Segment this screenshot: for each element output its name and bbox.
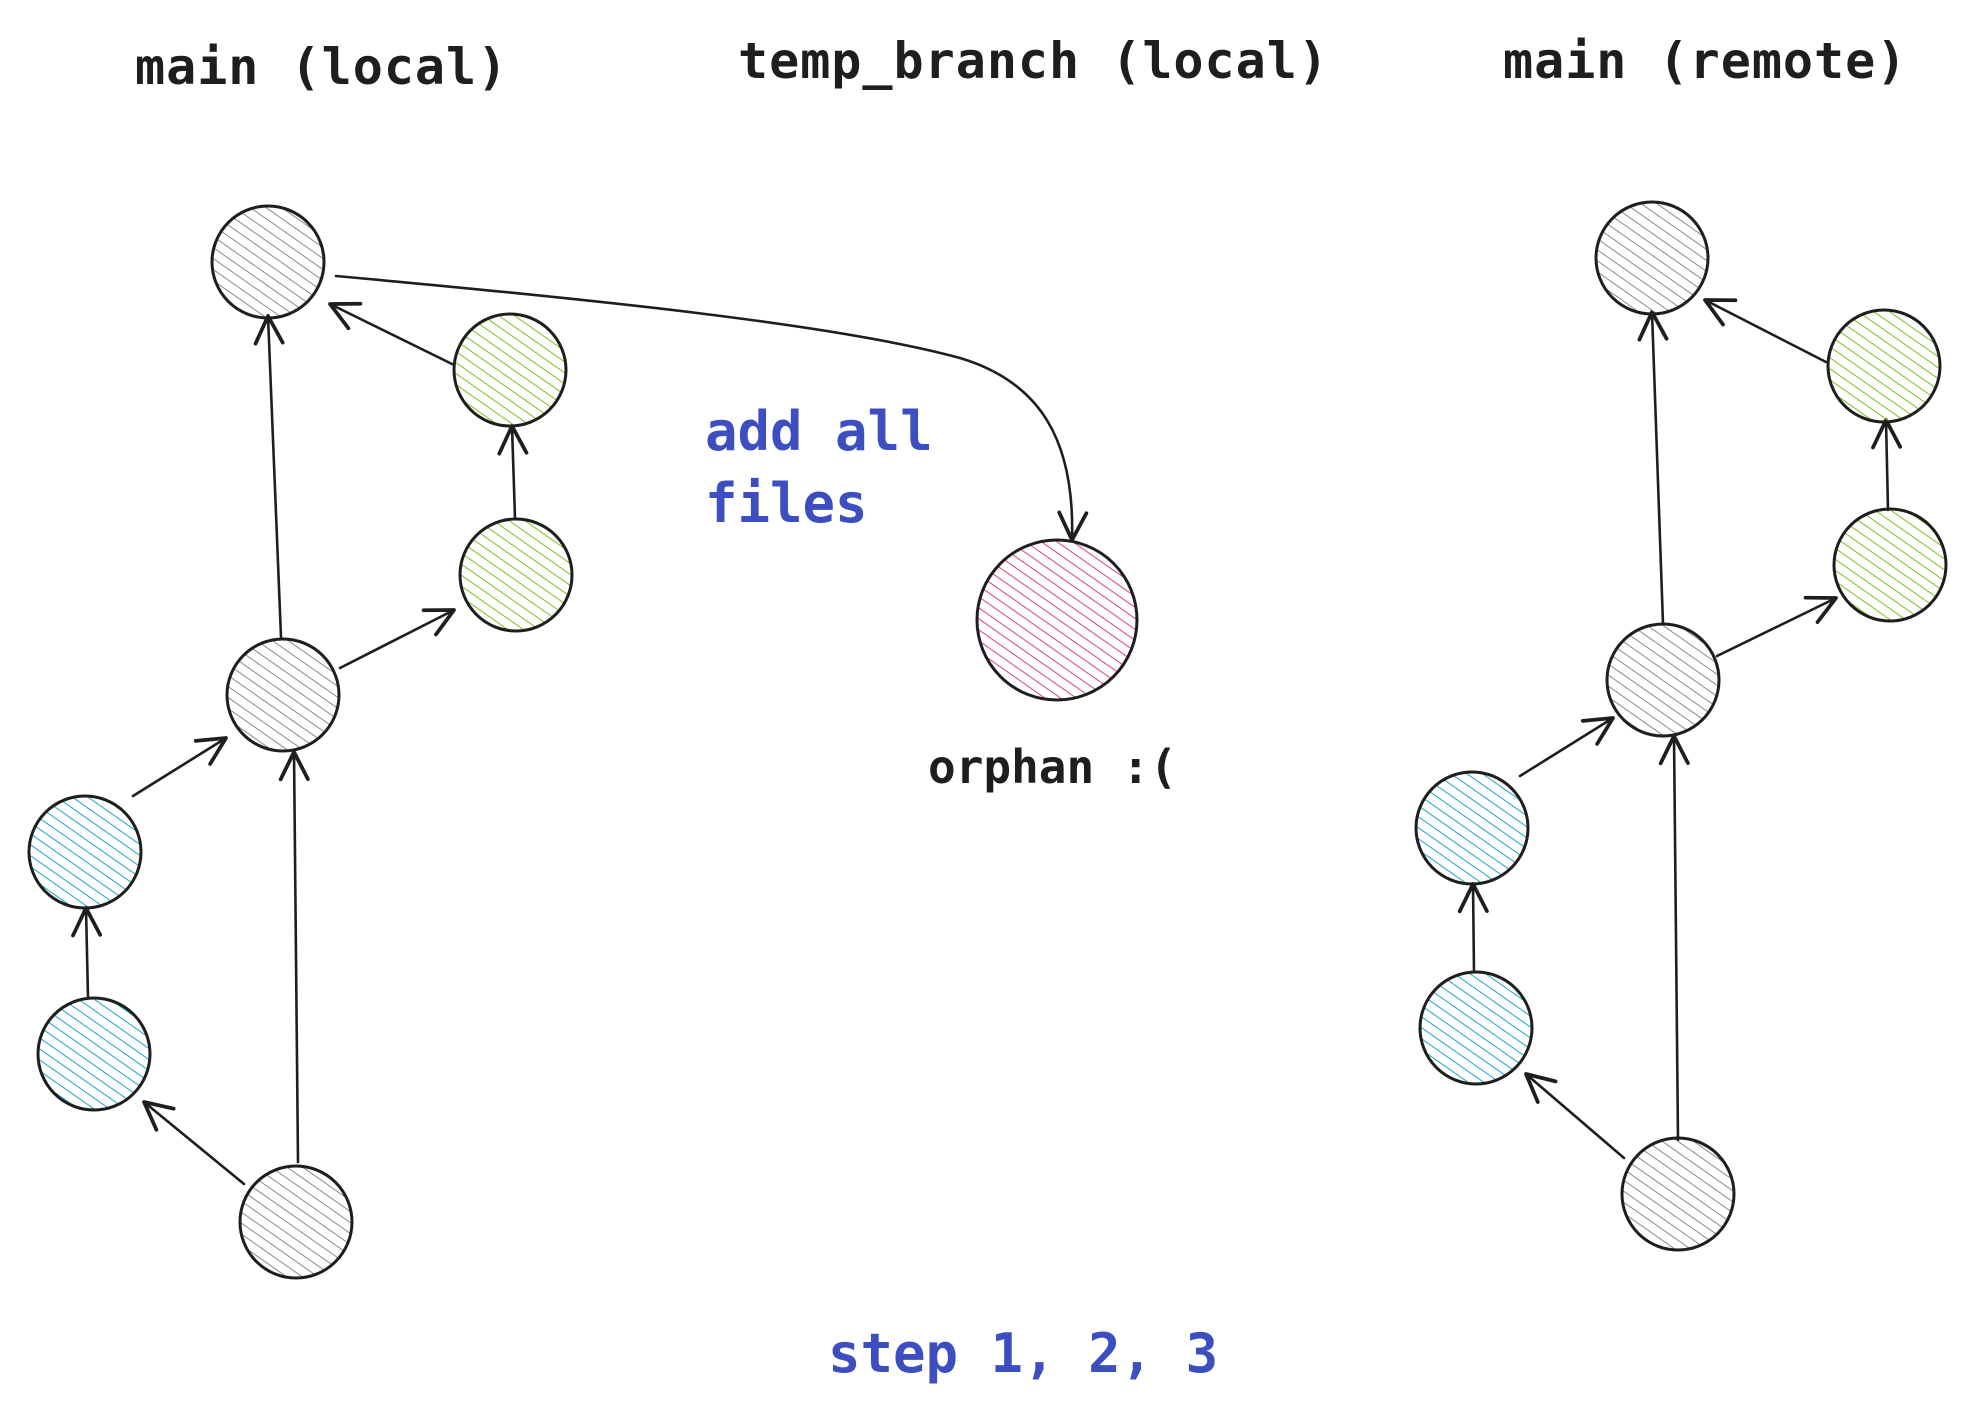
edge-local-bottom-to-mid	[278, 750, 310, 1164]
main-remote-edges	[1457, 298, 1903, 1160]
commit-node-green	[1832, 507, 1948, 623]
note-line: files	[705, 472, 868, 535]
commit-node-blue	[36, 996, 152, 1112]
edge-local-green-upper-to-top	[328, 301, 454, 366]
edge-remote-bottom-to-mid	[1658, 734, 1690, 1142]
edge-local-mid-to-green-lower	[338, 608, 456, 670]
commit-node-gray	[1605, 622, 1721, 738]
note-line: add all	[705, 400, 933, 463]
orphan-commit-node	[975, 538, 1139, 702]
commit-node-blue	[27, 794, 143, 910]
edge-remote-blue-upper-to-mid	[1518, 716, 1615, 778]
edge-remote-mid-to-top	[1637, 310, 1669, 626]
main-local-nodes	[27, 204, 574, 1280]
edge-local-blue-upper-to-mid	[131, 736, 228, 798]
commit-node-gray	[210, 204, 326, 320]
steps-caption: step 1, 2, 3	[828, 1322, 1219, 1385]
commit-node-gray	[238, 1164, 354, 1280]
edge-remote-bottom-to-blue-lower	[1524, 1072, 1626, 1160]
commit-node-blue	[1414, 770, 1530, 886]
column-title-main-remote: main (remote)	[1503, 32, 1908, 90]
commit-node-green	[1826, 308, 1942, 424]
note-add-all-files: add all files	[705, 396, 933, 540]
edge-local-green-lower-to-green-upper	[497, 424, 529, 520]
commit-node-gray	[1594, 200, 1710, 316]
edge-local-mid-to-top	[253, 314, 285, 639]
commit-node-green	[452, 312, 568, 428]
commit-node-gray	[1620, 1136, 1736, 1252]
main-remote-nodes	[1414, 200, 1948, 1252]
commit-node-gray	[225, 637, 341, 753]
column-title-main-local: main (local)	[135, 38, 509, 96]
edge-remote-green-lower-to-green-upper	[1871, 418, 1903, 512]
edge-remote-blue-lower-to-blue-upper	[1457, 882, 1489, 974]
commit-node-green	[458, 517, 574, 633]
edge-local-blue-lower-to-blue-upper	[71, 906, 103, 1000]
edge-top-to-orphan	[334, 274, 1089, 542]
edge-remote-mid-to-green-lower	[1715, 595, 1838, 658]
column-title-temp-branch-local: temp_branch (local)	[738, 32, 1329, 90]
orphan-label: orphan :(	[928, 740, 1178, 794]
edge-local-bottom-to-blue-lower	[142, 1100, 246, 1186]
main-local-edges	[71, 301, 529, 1186]
edge-remote-green-upper-to-top	[1703, 298, 1828, 364]
commit-node-blue	[1418, 970, 1534, 1086]
